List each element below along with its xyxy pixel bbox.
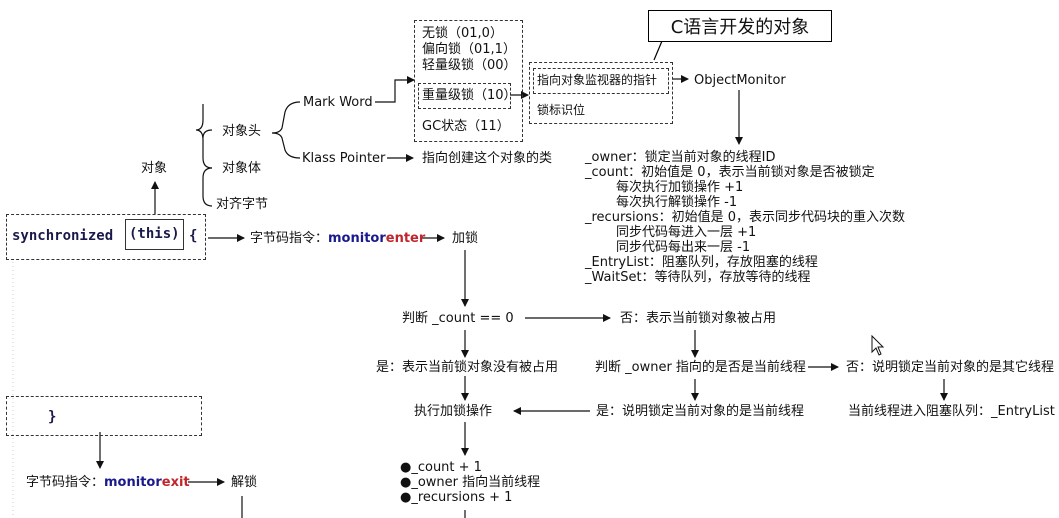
monitor-field: 同步代码每进入一层 +1 <box>616 225 757 240</box>
mouse-cursor-icon <box>871 334 885 356</box>
klass-pointer-desc: 指向创建这个对象的类 <box>422 151 553 166</box>
klass-pointer-label: Klass Pointer <box>302 151 386 166</box>
monitor-pointer-label: 指向对象监视器的指针 <box>537 73 658 87</box>
mark-word-label: Mark Word <box>303 95 373 110</box>
gc-state: GC状态（11） <box>422 119 510 134</box>
count-no-branch: 否：表示当前锁对象被占用 <box>620 311 777 326</box>
step-owner-assign: ●_owner 指向当前线程 <box>400 475 541 490</box>
do-lock-step: 执行加锁操作 <box>414 404 493 419</box>
object-header-label: 对象头 <box>222 124 262 139</box>
step-recursions-increment: ●_recursions + 1 <box>400 490 513 505</box>
lightweight-lock-state: 轻量级锁（00） <box>422 58 517 73</box>
this-argument: (this) <box>125 219 184 250</box>
lock-free-state: 无锁（01,0） <box>422 26 503 41</box>
synchronized-code-box <box>6 214 206 260</box>
heavyweight-lock-state: 重量级锁（10） <box>422 88 517 103</box>
open-brace: { <box>189 228 198 244</box>
monitor-field: _owner：锁定当前对象的线程ID <box>585 150 776 165</box>
enter-queue-step: 当前线程进入阻塞队列：_EntryList <box>848 404 1055 419</box>
heavyweight-lock-box <box>418 83 511 109</box>
object-label: 对象 <box>141 161 168 176</box>
count-yes-branch: 是：表示当前锁对象没有被占用 <box>376 360 559 375</box>
monitor-field: _WaitSet：等待队列，存放等待的线程 <box>585 270 811 285</box>
synchronized-keyword: synchronized <box>12 228 114 244</box>
monitor-field: _count：初始值是 0，表示当前锁对象是否被锁定 <box>585 165 875 180</box>
unlock-label: 解锁 <box>231 475 258 490</box>
object-padding-label: 对齐字节 <box>216 197 269 212</box>
lock-flag-label: 锁标识位 <box>537 103 586 117</box>
close-brace-box <box>6 396 202 436</box>
lock-label: 加锁 <box>452 231 479 246</box>
owner-yes-branch: 是：说明锁定当前对象的是当前线程 <box>596 404 805 419</box>
monitor-field: _recursions：初始值是 0，表示同步代码块的重入次数 <box>585 210 906 225</box>
object-monitor-label: ObjectMonitor <box>694 73 786 88</box>
check-owner: 判断 _owner 指向的是否是当前线程 <box>595 360 806 375</box>
bytecode-exit: 字节码指令：monitorexit <box>26 475 190 490</box>
monitor-field: 同步代码每出来一层 -1 <box>616 240 751 255</box>
close-brace: } <box>48 409 57 425</box>
step-count-increment: ●_count + 1 <box>400 460 482 475</box>
bytecode-enter: 字节码指令：monitorenter <box>250 231 426 246</box>
object-body-label: 对象体 <box>222 161 262 176</box>
biased-lock-state: 偏向锁（01,1） <box>422 42 516 57</box>
monitor-field: 每次执行加锁操作 +1 <box>616 180 744 195</box>
lock-states-box <box>414 20 523 142</box>
owner-no-branch: 否：说明锁定当前对象的是其它线程 <box>846 360 1055 375</box>
monitor-pointer-box <box>529 62 673 124</box>
monitor-field: 每次执行解锁操作 -1 <box>616 195 738 210</box>
monitor-field: _EntryList：阻塞队列，存放阻塞的线程 <box>585 255 818 270</box>
check-count: 判断 _count == 0 <box>402 311 514 326</box>
c-object-callout: C语言开发的对象 <box>648 10 832 42</box>
monitor-pointer-inner-box <box>533 68 669 94</box>
